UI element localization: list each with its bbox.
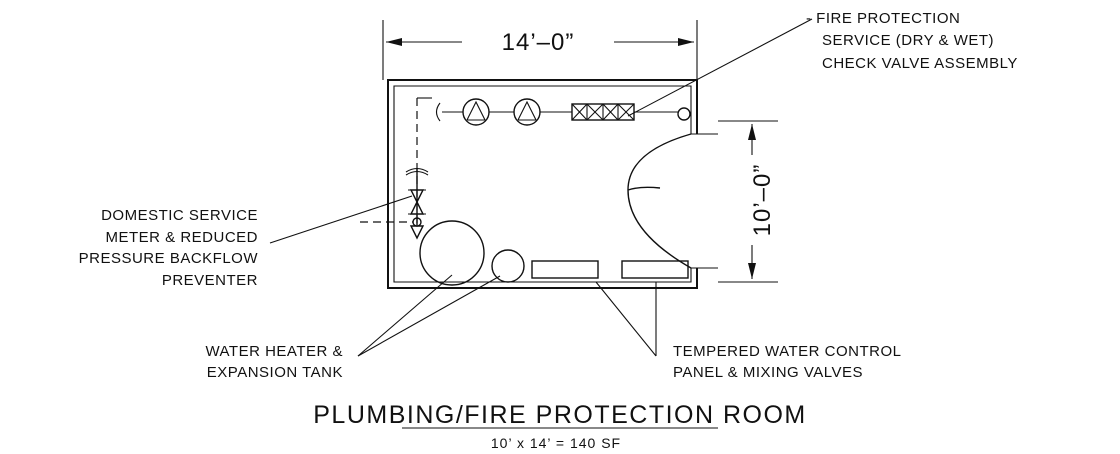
fire-protection-line-3: CHECK VALVE ASSEMBLY [822,55,1018,72]
height-dimension-text: 10’–0” [749,164,776,237]
domestic-meter-assembly [360,167,429,240]
tempered-water-panels [531,260,689,279]
domestic-service-line-3: PRESSURE BACKFLOW [79,250,259,267]
width-dimension-text: 14’–0” [502,29,575,56]
width-dimension: 14’–0” [382,20,698,80]
water-heater-line-1: WATER HEATER & [205,343,343,360]
room-walls [387,79,718,289]
tempered-water-line-2: PANEL & MIXING VALVES [673,364,863,381]
tempered-water-line-1: TEMPERED WATER CONTROL [673,343,902,360]
diagram-subtitle: 10’ x 14’ = 140 SF [491,435,621,451]
label-water-heater: WATER HEATER & EXPANSION TANK [205,343,343,381]
domestic-service-line-1: DOMESTIC SERVICE [101,207,258,224]
label-tempered-water: TEMPERED WATER CONTROL PANEL & MIXING VA… [673,343,902,381]
title-block: PLUMBING/FIRE PROTECTION ROOM 10’ x 14’ … [313,401,807,451]
domestic-service-line-4: PREVENTER [162,272,258,289]
double-door [627,133,692,269]
label-fire-protection: - FIRE PROTECTION SERVICE (DRY & WET) CH… [806,10,1018,72]
fire-protection-line-1: - FIRE PROTECTION [806,10,960,27]
water-heater-line-2: EXPANSION TANK [207,364,343,381]
label-domestic-service: DOMESTIC SERVICE METER & REDUCED PRESSUR… [79,207,259,289]
diagram-title: PLUMBING/FIRE PROTECTION ROOM [313,401,807,429]
domestic-service-line-2: METER & REDUCED [105,229,258,246]
leader-lines [269,18,813,357]
height-dimension: 10’–0” [718,120,778,283]
water-heater-and-tank [419,220,525,286]
fire-protection-piping [416,97,691,225]
fire-protection-line-2: SERVICE (DRY & WET) [822,32,994,49]
